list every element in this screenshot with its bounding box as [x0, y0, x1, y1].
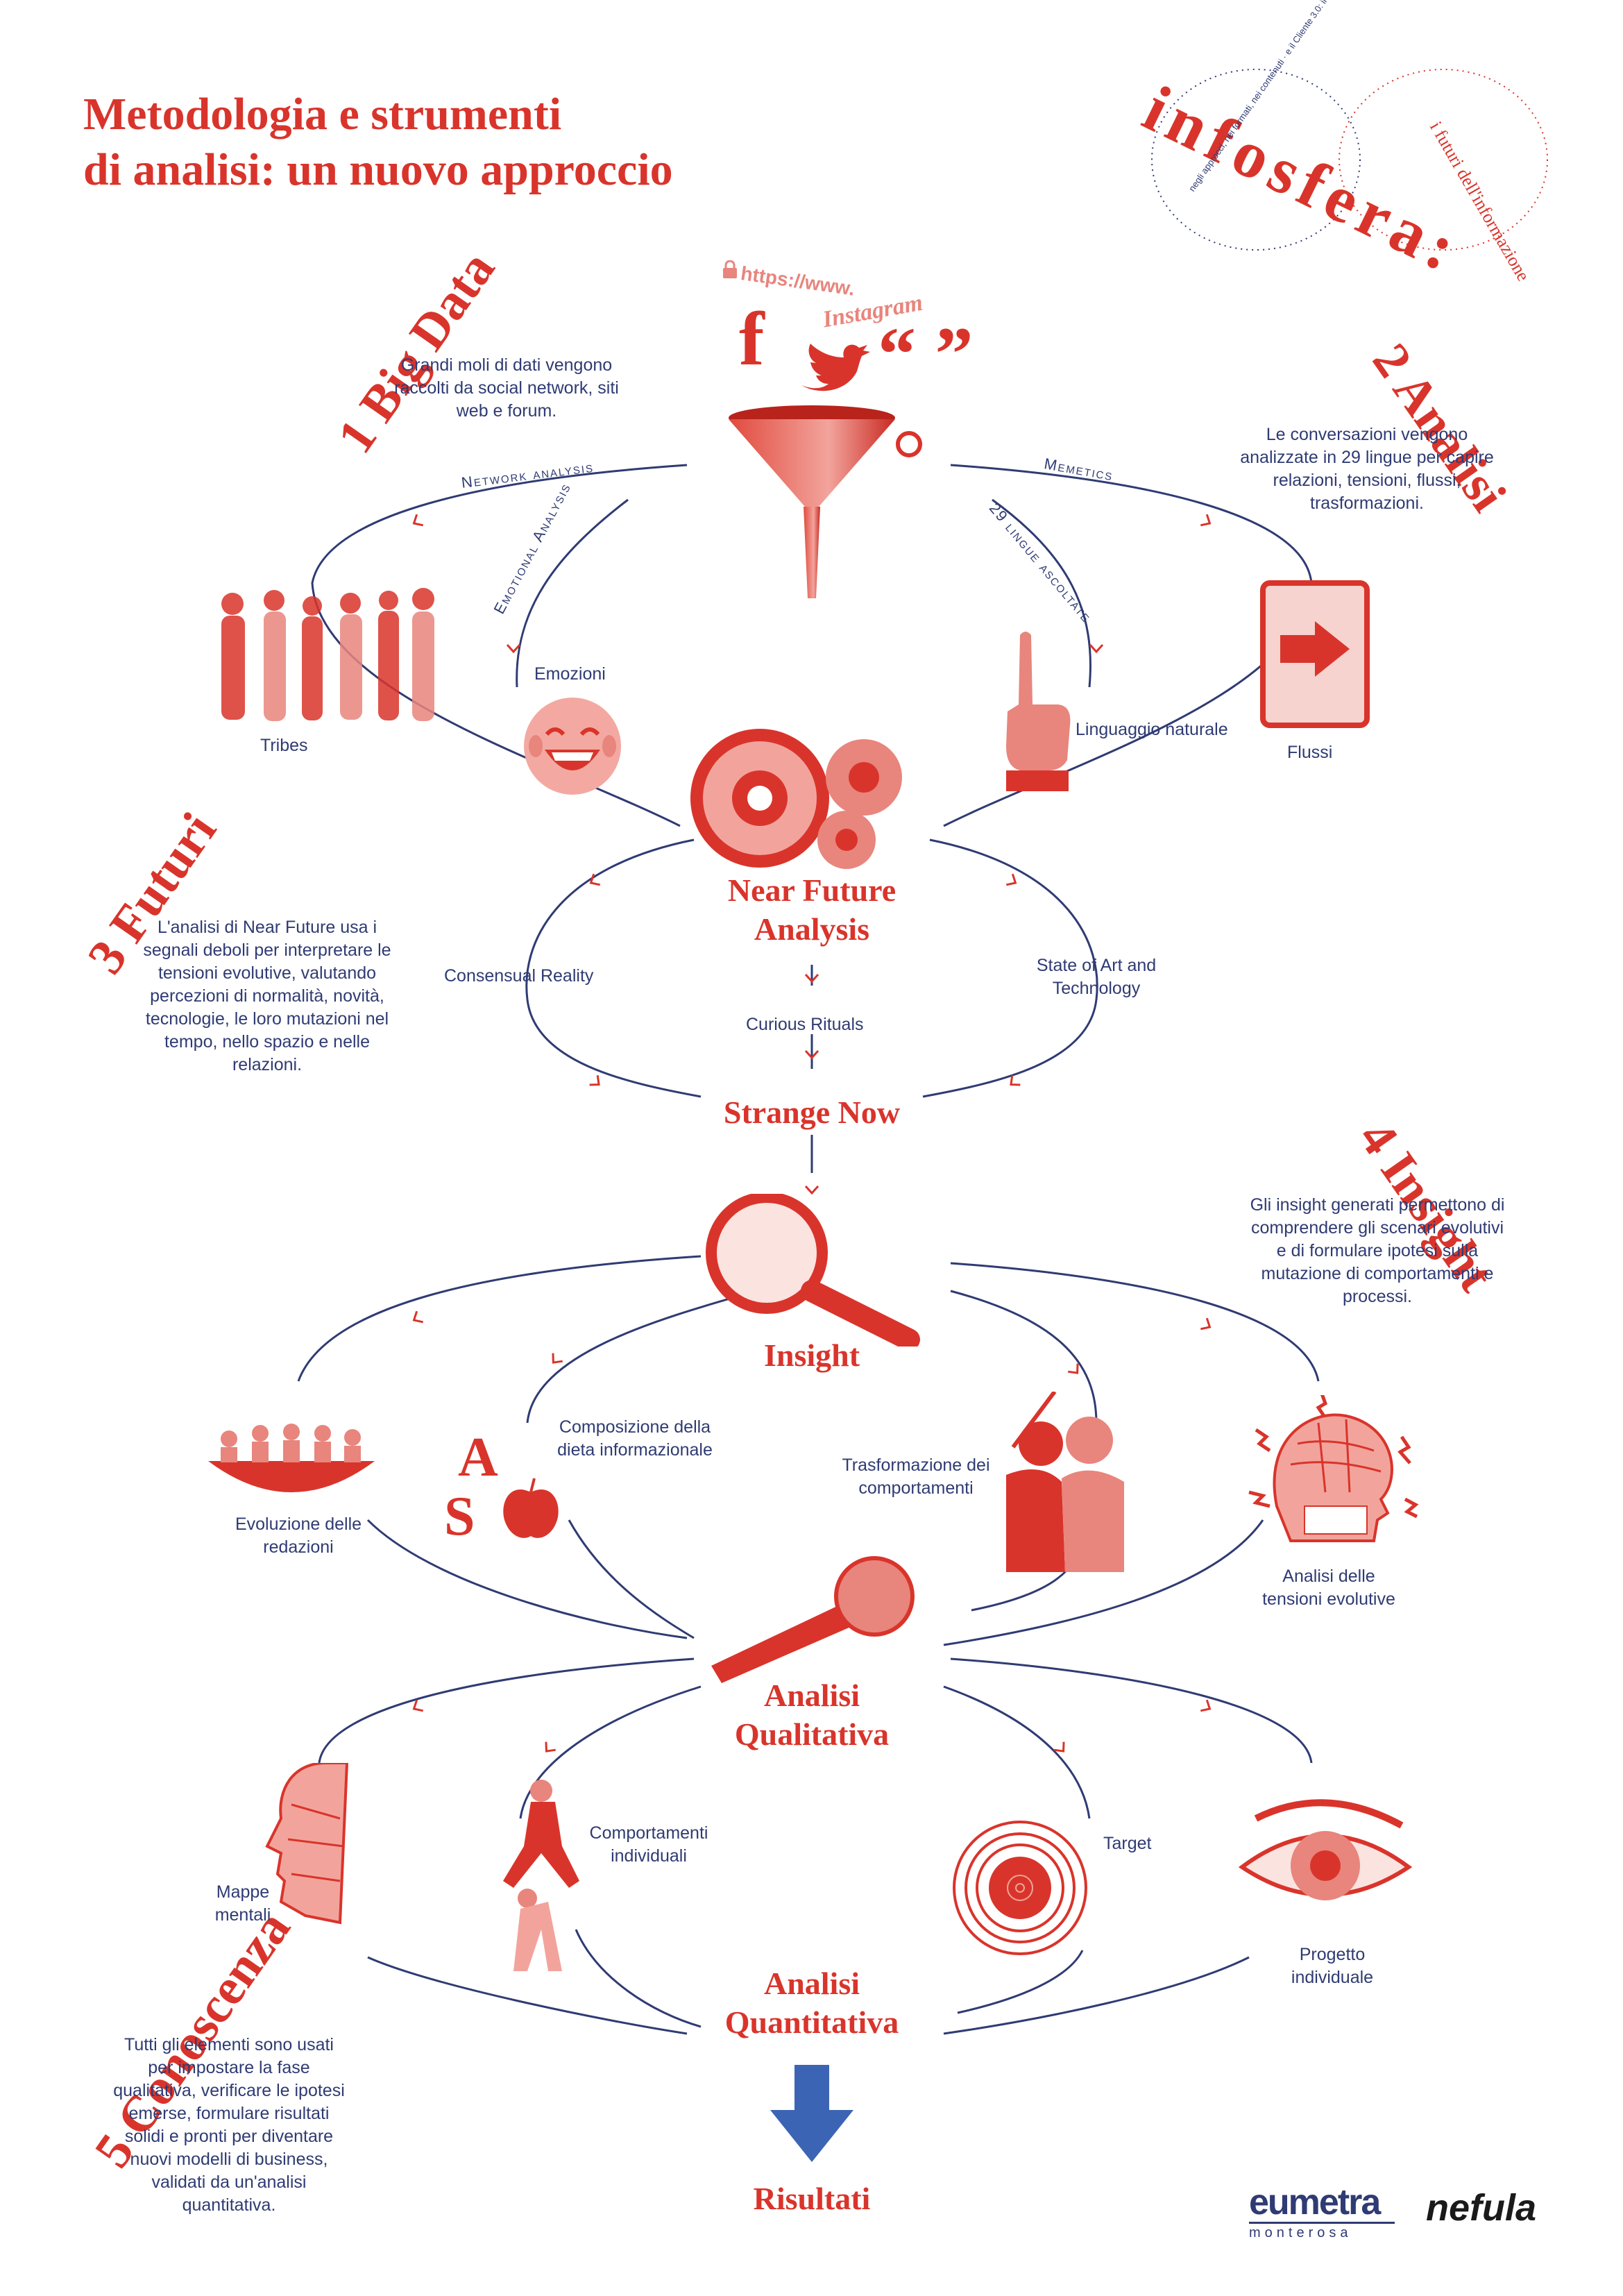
quantitative-node: Analisi Quantitativa: [724, 1966, 899, 2040]
quote-icon: “ ”: [878, 312, 974, 396]
eumetra-logo: eumetra monterosa: [1249, 2183, 1395, 2241]
step-2-text: Le conversazioni vengono analizzate in 2…: [1240, 425, 1494, 513]
evoluzione-label: Evoluzione delle redazioni: [235, 1514, 362, 1557]
curious-label: Curious Rituals: [746, 1015, 864, 1034]
acrobats-image: [493, 1777, 590, 1975]
insight-node: Insight: [763, 1337, 860, 1373]
linguaggio-label: Linguaggio naturale: [1076, 720, 1228, 739]
composizione-label: Composizione della dieta informazionale: [557, 1417, 713, 1460]
target-icon: [951, 1818, 1089, 1961]
tribes-label: Tribes: [260, 736, 308, 755]
step-5-text: Tutti gli elementi sono usati per impost…: [113, 2035, 345, 2215]
state-label: State of Art and Technology: [1036, 956, 1157, 998]
flussi-label: Flussi: [1287, 743, 1333, 762]
target-label: Target: [1103, 1834, 1152, 1853]
anatomy-head-image: [264, 1762, 354, 1933]
arrow-sign-icon: [1259, 580, 1370, 732]
twitter-icon: [798, 344, 874, 403]
risultati-node: Risultati: [753, 2181, 871, 2216]
strange-now-node: Strange Now: [723, 1095, 901, 1130]
gears-icon: [690, 722, 919, 878]
nefula-logo: nefula: [1426, 2187, 1537, 2229]
selfie-image: [985, 1390, 1138, 1576]
magnifier-icon: [701, 1192, 923, 1351]
step-3-text: L'analisi di Near Future usa i segnali d…: [143, 918, 391, 1074]
eye-image: [1235, 1791, 1416, 1940]
page-title: Metodologia e strumenti di analisi: un n…: [83, 89, 673, 195]
tribes-people-image: [212, 586, 441, 729]
progetto-label: Progetto individuale: [1291, 1945, 1374, 1987]
comportamenti-label: Comportamenti individuali: [589, 1823, 708, 1866]
tensioni-label: Analisi delle tensioni evolutive: [1262, 1567, 1395, 1609]
phrenology-head-image: [1235, 1393, 1422, 1558]
infosfera-logo: infosfera: i futuri dell'informazione ne…: [1132, 0, 1568, 288]
newsroom-image: [201, 1419, 382, 1510]
step-4-text: Gli insight generati permettono di compr…: [1250, 1195, 1505, 1306]
down-arrow-icon: [770, 2065, 853, 2166]
near-future-node: Near Future Analysis: [727, 872, 897, 947]
funnel-icon: [722, 403, 930, 607]
pointing-hand-image: [992, 628, 1082, 798]
laughing-emoji-icon: [520, 694, 624, 802]
trasformazione-label: Trasformazione dei comportamenti: [842, 1455, 990, 1498]
consensual-label: Consensual Reality: [444, 966, 594, 986]
qualitative-node: Analisi Qualitativa: [734, 1678, 890, 1752]
step-1-text: Grandi moli di dati vengono raccolti da …: [394, 355, 619, 421]
emozioni-label: Emozioni: [534, 664, 606, 684]
microphone-icon: [697, 1548, 919, 1690]
mappe-label: Mappe mentali: [214, 1882, 271, 1925]
facebook-icon: f: [739, 296, 765, 381]
lock-icon: [722, 260, 738, 283]
